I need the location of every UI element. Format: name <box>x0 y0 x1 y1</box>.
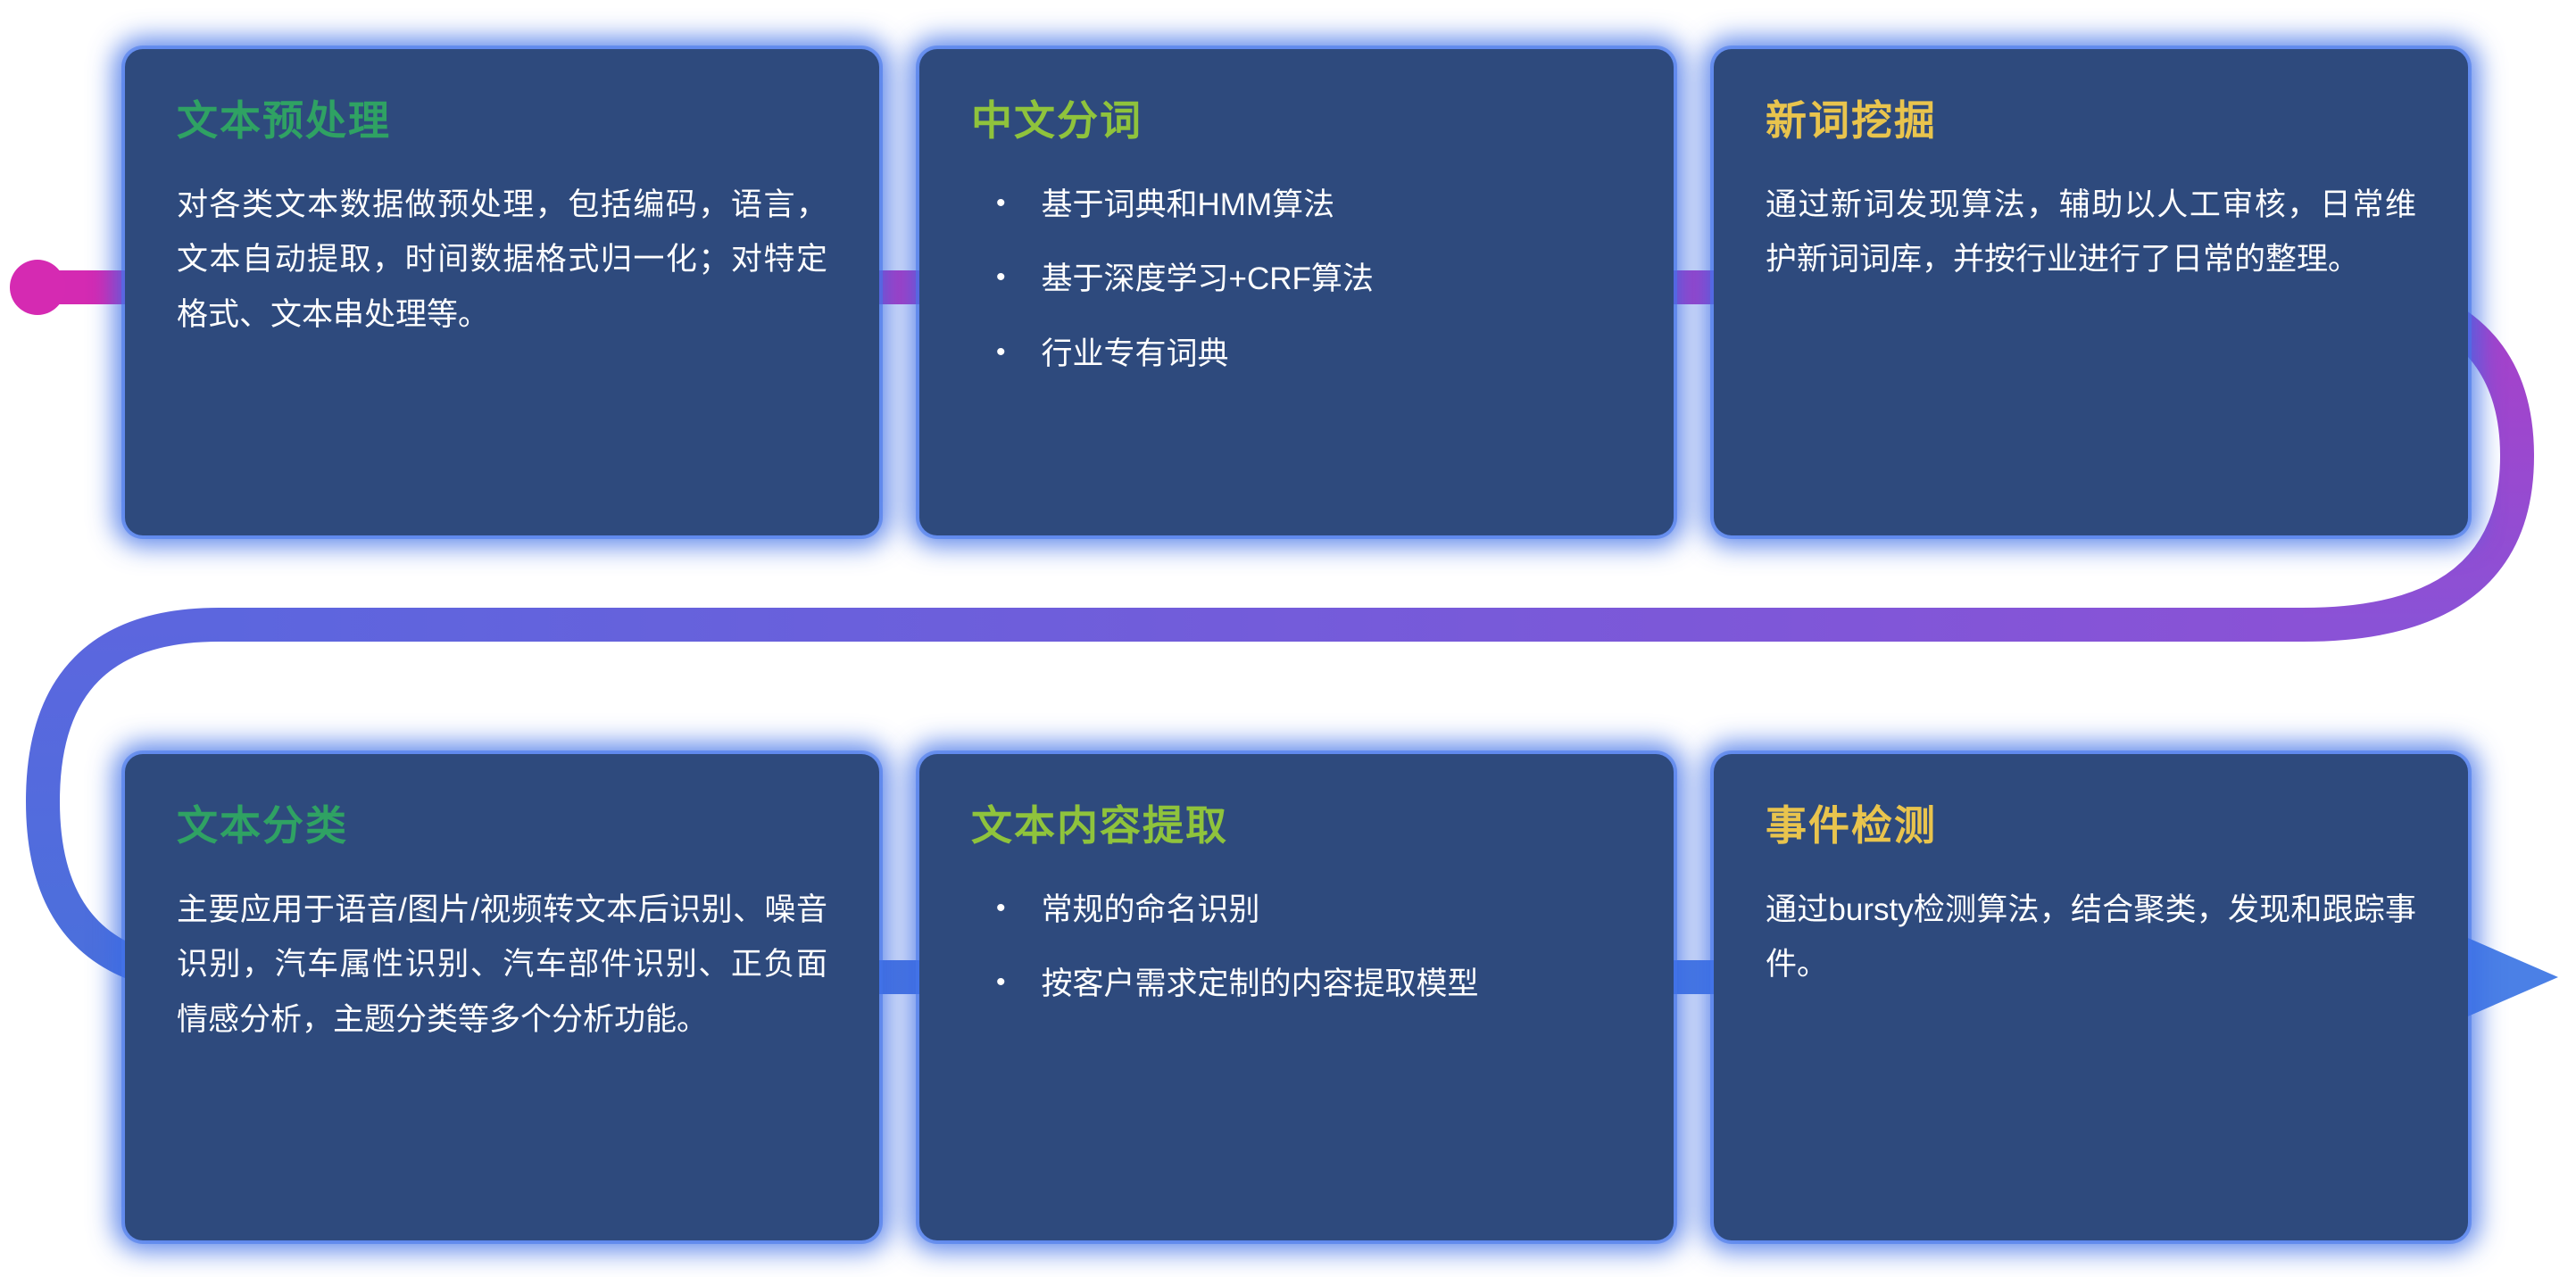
card-new-word-mining: 新词挖掘 通过新词发现算法，辅助以人工审核，日常维护新词词库，并按行业进行了日常… <box>1714 49 2468 535</box>
card-title: 中文分词 <box>971 97 1143 144</box>
card-body: 对各类文本数据做预处理，包括编码，语言，文本自动提取，时间数据格式归一化；对特定… <box>177 178 827 342</box>
bullet-text: 基于词典和HMM算法 <box>1041 187 1335 222</box>
bullet-item: • 基于深度学习+CRF算法 <box>971 252 1622 306</box>
card-title: 事件检测 <box>1766 802 1937 849</box>
bullet-icon: • <box>996 262 1006 293</box>
card-text-preprocessing: 文本预处理 对各类文本数据做预处理，包括编码，语言，文本自动提取，时间数据格式归… <box>125 49 879 535</box>
card-title: 文本内容提取 <box>971 802 1228 849</box>
bullet-item: • 行业专有词典 <box>971 327 1622 381</box>
bullet-item: • 基于词典和HMM算法 <box>971 178 1622 232</box>
card-title: 文本预处理 <box>177 97 391 144</box>
card-chinese-word-segmentation: 中文分词 • 基于词典和HMM算法 • 基于深度学习+CRF算法 • 行业专有词典 <box>919 49 1674 535</box>
card-body: • 基于词典和HMM算法 • 基于深度学习+CRF算法 • 行业专有词典 <box>971 178 1622 381</box>
card-body: 主要应用于语音/图片/视频转文本后识别、噪音识别，汽车属性识别、汽车部件识别、正… <box>177 883 827 1047</box>
card-paragraph: 对各类文本数据做预处理，包括编码，语言，文本自动提取，时间数据格式归一化；对特定… <box>177 187 827 332</box>
card-event-detection: 事件检测 通过bursty检测算法，结合聚类，发现和跟踪事件。 <box>1714 754 2468 1240</box>
bullet-icon: • <box>996 967 1006 998</box>
bullet-text: 行业专有词典 <box>1041 336 1229 371</box>
bullet-text: 基于深度学习+CRF算法 <box>1041 261 1374 297</box>
card-grid: 文本预处理 对各类文本数据做预处理，包括编码，语言，文本自动提取，时间数据格式归… <box>125 49 2468 1240</box>
card-body: 通过新词发现算法，辅助以人工审核，日常维护新词词库，并按行业进行了日常的整理。 <box>1766 178 2416 287</box>
bullet-item: • 常规的命名识别 <box>971 883 1622 937</box>
card-text-content-extraction: 文本内容提取 • 常规的命名识别 • 按客户需求定制的内容提取模型 <box>919 754 1674 1240</box>
bullet-icon: • <box>996 893 1006 923</box>
card-body: 通过bursty检测算法，结合聚类，发现和跟踪事件。 <box>1766 883 2416 992</box>
bullet-text: 常规的命名识别 <box>1041 892 1260 927</box>
card-paragraph: 通过新词发现算法，辅助以人工审核，日常维护新词词库，并按行业进行了日常的整理。 <box>1766 187 2416 278</box>
bullet-text: 按客户需求定制的内容提取模型 <box>1041 966 1479 1002</box>
card-paragraph: 通过bursty检测算法，结合聚类，发现和跟踪事件。 <box>1766 892 2416 983</box>
card-body: • 常规的命名识别 • 按客户需求定制的内容提取模型 <box>971 883 1622 1012</box>
bullet-icon: • <box>996 336 1006 367</box>
card-text-classification: 文本分类 主要应用于语音/图片/视频转文本后识别、噪音识别，汽车属性识别、汽车部… <box>125 754 879 1240</box>
bullet-icon: • <box>996 188 1006 218</box>
card-paragraph: 主要应用于语音/图片/视频转文本后识别、噪音识别，汽车属性识别、汽车部件识别、正… <box>177 892 827 1037</box>
flow-start-dot-icon <box>10 260 65 315</box>
card-title: 文本分类 <box>177 802 348 849</box>
card-title: 新词挖掘 <box>1766 97 1937 144</box>
bullet-item: • 按客户需求定制的内容提取模型 <box>971 957 1622 1011</box>
